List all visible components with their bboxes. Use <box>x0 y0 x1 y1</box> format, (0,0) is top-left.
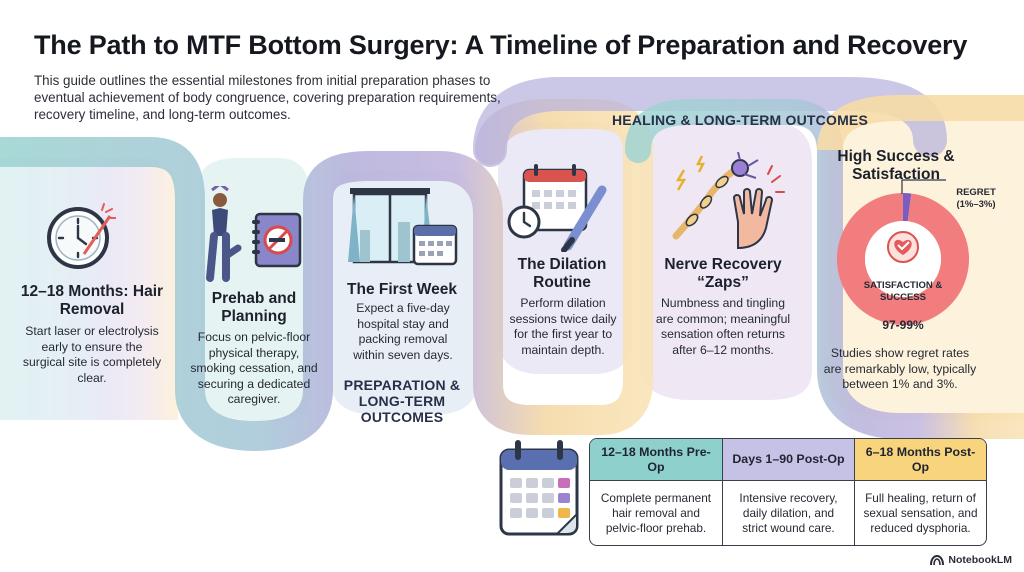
page-subtitle: This guide outlines the essential milest… <box>34 73 501 122</box>
page-title: The Path to MTF Bottom Surgery: A Timeli… <box>34 30 968 60</box>
stage-5-title: Nerve Recovery “Zaps” <box>664 256 782 291</box>
satisfaction-range: 97-99% <box>882 318 924 332</box>
stage-5-body: Numbness and tingling are common; meanin… <box>655 296 791 357</box>
stage-4-body: Perform dilation sessions twice daily fo… <box>509 296 617 357</box>
stage-4-title: The Dilation Routine <box>517 256 607 291</box>
stage-3-body: Expect a five-day hospital stay and pack… <box>353 301 453 362</box>
stage-2-title: Prehab and Planning <box>211 290 297 325</box>
stage-1-title: 12–18 Months: Hair Removal <box>20 283 164 318</box>
stage-6-title: High Success & Satisfaction <box>837 148 955 183</box>
summary-header-pre-op: 12–18 Months Pre-Op <box>590 439 722 481</box>
satisfaction-slice <box>837 193 969 325</box>
stage-2-body: Focus on pelvic-floor physical therapy, … <box>190 330 318 406</box>
summary-cell-pre-op: Complete permanent hair removal and pelv… <box>600 491 712 535</box>
clock-icon <box>47 203 116 269</box>
band-label-healing: HEALING & LONG-TERM OUTCOMES <box>611 112 869 128</box>
nerve-hand-icon <box>672 152 785 250</box>
regret-leader-line <box>901 179 946 194</box>
summary-table: 12–18 Months Pre-Op Days 1–90 Post-Op 6–… <box>589 438 987 546</box>
ribbon-path <box>0 99 653 452</box>
band-label-preparation: PREPARATION & LONG-TERM OUTCOMES <box>343 377 461 425</box>
check-icon <box>897 241 910 251</box>
summary-header-post-op-late: 6–18 Months Post-Op <box>854 439 986 481</box>
stage-1-body: Start laser or electrolysis early to ens… <box>22 324 162 385</box>
stage-6-body: Studies show regret rates are remarkably… <box>823 346 977 391</box>
yoga-notebook-icon <box>206 186 302 282</box>
brand-name: NotebookLM <box>948 554 1012 566</box>
lane-fill-5 <box>640 122 812 400</box>
satisfaction-label: SATISFACTION & SUCCESS <box>863 280 943 303</box>
window-calendar-icon <box>348 188 458 266</box>
summary-cell-post-op-late: Full healing, return of sexual sensation… <box>854 481 986 545</box>
calendar-dilator-icon <box>507 164 607 252</box>
notebooklm-logo-icon <box>930 554 945 566</box>
brand-badge: NotebookLM <box>930 554 1012 566</box>
regret-label: REGRET (1%–3%) <box>946 187 1006 211</box>
summary-calendar-icon <box>499 440 579 536</box>
summary-cell-post-op-early: Intensive recovery, daily dilation, and … <box>722 481 854 545</box>
ribbon-path-peach <box>817 95 1024 152</box>
satisfaction-donut-chart <box>837 193 969 325</box>
stage-3-title: The First Week <box>347 281 457 298</box>
lane-fill-1 <box>0 158 178 420</box>
regret-label-text: REGRET <box>956 187 996 198</box>
summary-header-post-op-early: Days 1–90 Post-Op <box>722 439 854 481</box>
regret-range: (1%–3%) <box>956 199 996 210</box>
